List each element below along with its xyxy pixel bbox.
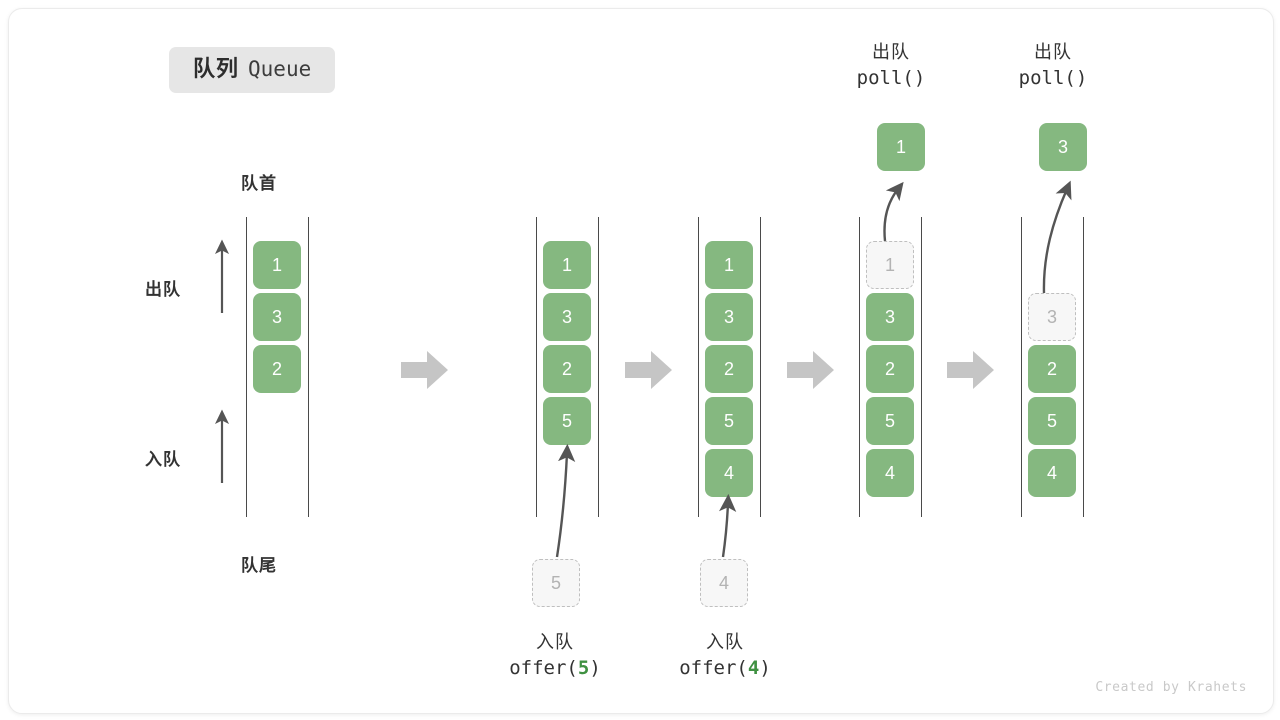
rail-right	[308, 217, 309, 517]
popped-element: 1	[877, 123, 925, 171]
queue-cell: 4	[1028, 449, 1076, 497]
queue-cell: 2	[1028, 345, 1076, 393]
popped-element: 3	[1039, 123, 1087, 171]
queue-cell: 2	[705, 345, 753, 393]
enqueue-motion-arrow-icon	[719, 493, 737, 558]
rail-left	[698, 217, 699, 517]
dequeue-header-poll-3: 出队 poll()	[979, 39, 1127, 93]
title-badge: 队列 Queue	[169, 47, 336, 93]
code-suffix: )	[589, 657, 601, 680]
dequeue-direction-label: 出队	[145, 280, 181, 299]
dequeue-header-poll-1: 出队 poll()	[817, 39, 965, 93]
code-prefix: offer(	[509, 657, 578, 680]
queue-cell: 5	[866, 397, 914, 445]
queue-cell: 2	[253, 345, 301, 393]
flow-arrow-icon	[401, 351, 448, 389]
figure-card: 队列 Queue 队首 队尾 出队 入队 1 3 2 1 3 2 5 5	[8, 8, 1274, 714]
enqueue-direction-arrow-icon	[214, 409, 230, 483]
queue-tail-label: 队尾	[241, 556, 277, 575]
code-suffix: )	[759, 657, 771, 680]
rail-left	[859, 217, 860, 517]
code-prefix: offer(	[679, 657, 748, 680]
enqueue-motion-arrow-icon	[555, 443, 576, 558]
queue-cell-removed: 3	[1028, 293, 1076, 341]
queue-cell: 5	[705, 397, 753, 445]
queue-cell: 4	[866, 449, 914, 497]
incoming-ghost-cell: 5	[532, 559, 580, 607]
dequeue-direction-arrow-icon	[214, 239, 230, 313]
diagram-stage: 队列 Queue 队首 队尾 出队 入队 1 3 2 1 3 2 5 5	[9, 9, 1273, 713]
enqueue-caption-code: offer(4)	[630, 655, 820, 683]
title-en: Queue	[248, 57, 312, 81]
rail-left	[536, 217, 537, 517]
queue-cell-new: 4	[705, 449, 753, 497]
queue-cell: 1	[705, 241, 753, 289]
flow-arrow-icon	[787, 351, 834, 389]
flow-arrow-icon	[625, 351, 672, 389]
dequeue-motion-arrow-icon	[883, 181, 904, 242]
title-cn: 队列	[193, 56, 240, 81]
enqueue-caption-cn: 入队	[706, 632, 744, 652]
enqueue-caption-code: offer(5)	[460, 655, 650, 683]
queue-head-label: 队首	[241, 174, 277, 193]
queue-cell: 5	[1028, 397, 1076, 445]
flow-arrow-icon	[947, 351, 994, 389]
rail-left	[246, 217, 247, 517]
rail-right	[921, 217, 922, 517]
watermark: Created by Krahets	[1095, 680, 1247, 695]
rail-left	[1021, 217, 1022, 517]
code-arg: 5	[577, 657, 590, 680]
dequeue-header-cn: 出队	[872, 42, 910, 62]
queue-cell: 3	[253, 293, 301, 341]
queue-cell-new: 5	[543, 397, 591, 445]
rail-right	[1083, 217, 1084, 517]
queue-cell: 3	[543, 293, 591, 341]
queue-cell: 1	[253, 241, 301, 289]
enqueue-caption-offer-5: 入队 offer(5)	[460, 629, 650, 683]
enqueue-direction-label: 入队	[145, 450, 181, 469]
queue-cell-removed: 1	[866, 241, 914, 289]
dequeue-header-code: poll()	[856, 67, 926, 90]
enqueue-caption-cn: 入队	[536, 632, 574, 652]
rail-right	[598, 217, 599, 517]
incoming-ghost-cell: 4	[700, 559, 748, 607]
code-arg: 4	[747, 657, 760, 680]
enqueue-caption-offer-4: 入队 offer(4)	[630, 629, 820, 683]
queue-cell: 2	[543, 345, 591, 393]
dequeue-motion-arrow-icon	[1042, 180, 1072, 294]
queue-cell: 1	[543, 241, 591, 289]
dequeue-header-cn: 出队	[1034, 42, 1072, 62]
rail-right	[760, 217, 761, 517]
queue-cell: 2	[866, 345, 914, 393]
dequeue-header-code: poll()	[1018, 67, 1088, 90]
queue-cell: 3	[705, 293, 753, 341]
queue-cell: 3	[866, 293, 914, 341]
